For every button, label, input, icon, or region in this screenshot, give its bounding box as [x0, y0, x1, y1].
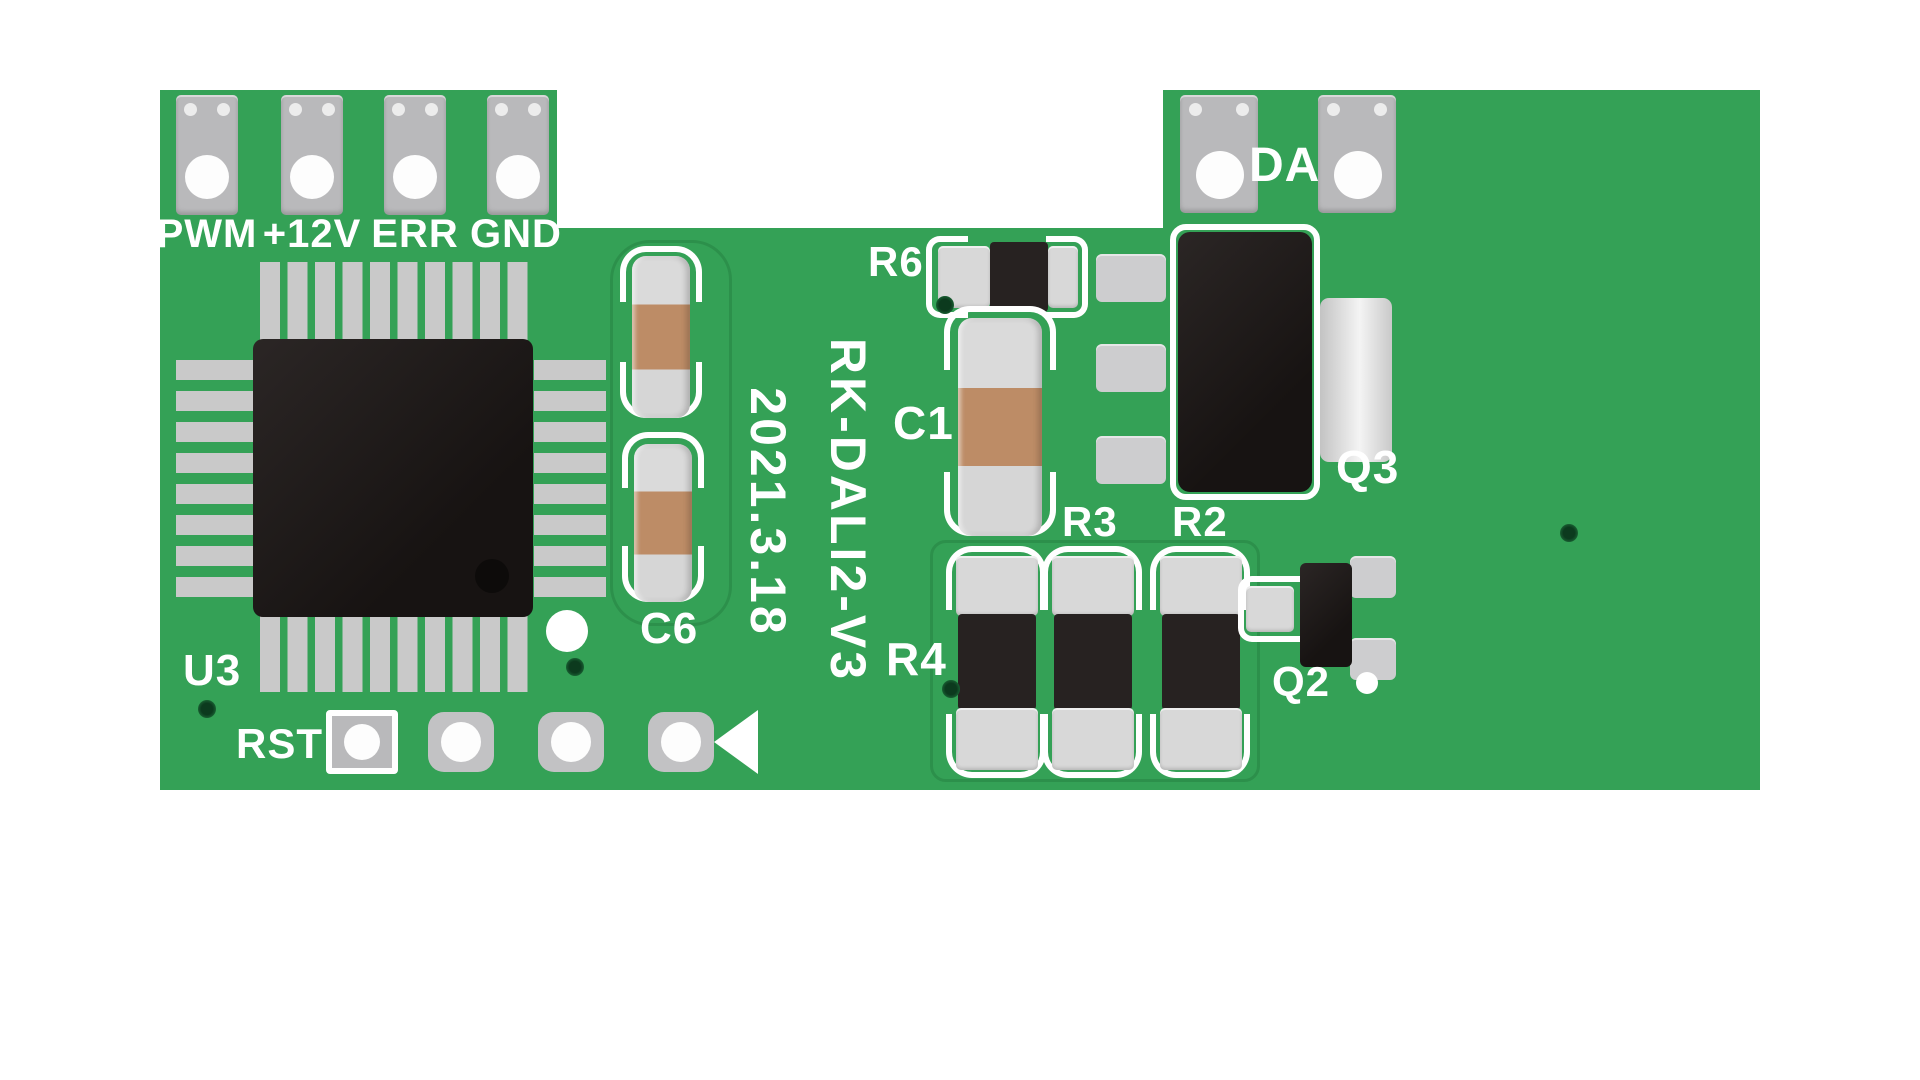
connector-dot — [392, 103, 405, 116]
connector-dot — [528, 103, 541, 116]
silkscreen-bracket-c1 — [944, 306, 1056, 370]
resistor-r3-body — [1054, 614, 1132, 710]
ref-label-r2: R2 — [1172, 498, 1228, 545]
connector-dot — [1236, 103, 1249, 116]
copper-trace — [610, 240, 732, 626]
connector-dot — [322, 103, 335, 116]
silkscreen-dot — [1356, 672, 1378, 694]
test-pad — [428, 712, 494, 772]
u3-leads-bottom — [260, 616, 533, 692]
connector-hole — [1196, 151, 1244, 199]
capacitor-c1 — [958, 318, 1042, 536]
ic-u3 — [253, 339, 533, 617]
connector-err — [384, 95, 446, 215]
test-pad — [648, 712, 714, 772]
test-pad-hole — [441, 722, 481, 762]
ref-label-r4: R4 — [886, 633, 947, 685]
test-pad — [538, 712, 604, 772]
q3-pad — [1096, 436, 1166, 484]
silkscreen-bracket-c6 — [620, 246, 702, 302]
silkscreen-bracket-r6 — [926, 236, 968, 318]
q3-pad — [1096, 254, 1166, 302]
ref-label-q3: Q3 — [1336, 441, 1400, 493]
via — [566, 658, 584, 676]
pcb-tab-right — [1163, 90, 1760, 232]
connector-dot — [495, 103, 508, 116]
connector-da-2 — [1318, 95, 1396, 213]
copper-trace — [930, 540, 1260, 782]
connector-hole — [185, 155, 229, 199]
connector-dot — [1327, 103, 1340, 116]
resistor-r2-body — [1162, 614, 1240, 710]
connector-dot — [425, 103, 438, 116]
resistor-r6-body — [990, 242, 1048, 312]
capacitor-c6-top — [632, 256, 690, 418]
silkscreen-model: RK-DALI2-V3 — [820, 337, 876, 683]
silkscreen-date: 2021.3.18 — [740, 387, 796, 637]
transistor-q2 — [1300, 563, 1352, 667]
metal-tab-q3 — [1320, 298, 1392, 462]
connector-gnd — [487, 95, 549, 215]
ref-label-c6: C6 — [640, 604, 699, 653]
silkscreen-outline-q3 — [1170, 224, 1320, 500]
ref-label-u3: U3 — [183, 646, 242, 695]
silkscreen-bracket-c6 — [622, 432, 704, 488]
rst-pad-square — [326, 710, 398, 774]
ref-label-q2: Q2 — [1272, 658, 1331, 705]
via — [942, 680, 960, 698]
test-pad-hole — [551, 722, 591, 762]
connector-dot — [217, 103, 230, 116]
resistor-r2-pad — [1160, 708, 1242, 770]
ref-label-r3: R3 — [1062, 498, 1118, 545]
pin-label-gnd: GND — [470, 212, 562, 256]
q2-pad — [1350, 556, 1396, 598]
silkscreen-bracket-r2 — [1150, 714, 1250, 778]
ref-label-r6: R6 — [868, 238, 924, 285]
via — [1560, 524, 1578, 542]
connector-hole — [496, 155, 540, 199]
u3-pin1-marker — [475, 559, 509, 593]
resistor-r3-pad — [1052, 708, 1134, 770]
connector-hole — [1334, 151, 1382, 199]
connector-hole — [393, 155, 437, 199]
q3-pad — [1096, 344, 1166, 392]
u3-leads-left — [176, 360, 254, 608]
connector-dot — [184, 103, 197, 116]
connector-12v — [281, 95, 343, 215]
resistor-r3-pad — [1052, 556, 1134, 616]
via — [198, 700, 216, 718]
pin-label-err: ERR — [371, 212, 459, 256]
transistor-q3 — [1178, 232, 1312, 492]
connector-dot — [1374, 103, 1387, 116]
pin-label-da: DA — [1249, 139, 1321, 192]
connector-dot — [1189, 103, 1202, 116]
resistor-r6-pad — [1048, 246, 1078, 308]
via — [936, 296, 954, 314]
test-pad-hole — [661, 722, 701, 762]
resistor-r4-pad — [956, 708, 1038, 770]
connector-pwm — [176, 95, 238, 215]
resistor-r4-pad — [956, 556, 1038, 616]
silkscreen-bracket-r3 — [1042, 714, 1142, 778]
ref-label-c1: C1 — [893, 397, 954, 449]
pin-label-pwm: PWM — [156, 212, 258, 256]
u3-leads-top — [260, 262, 533, 340]
resistor-r4-body — [958, 614, 1036, 710]
connector-da-1 — [1180, 95, 1258, 213]
resistor-r2-pad — [1160, 556, 1242, 616]
connector-dot — [289, 103, 302, 116]
connector-hole — [290, 155, 334, 199]
silkscreen-bracket-r6 — [1046, 236, 1088, 318]
q2-pad — [1246, 586, 1294, 632]
polarity-triangle — [714, 710, 758, 774]
pin-label-12v: +12V — [262, 212, 362, 256]
u3-leads-right — [534, 360, 606, 608]
silkscreen-bracket-q2 — [1238, 576, 1300, 642]
ref-label-rst: RST — [236, 720, 323, 767]
rst-hole — [344, 724, 380, 760]
silkscreen-bracket-r3 — [1042, 546, 1142, 610]
capacitor-c6-bottom — [634, 444, 692, 602]
mounting-hole — [546, 610, 588, 652]
